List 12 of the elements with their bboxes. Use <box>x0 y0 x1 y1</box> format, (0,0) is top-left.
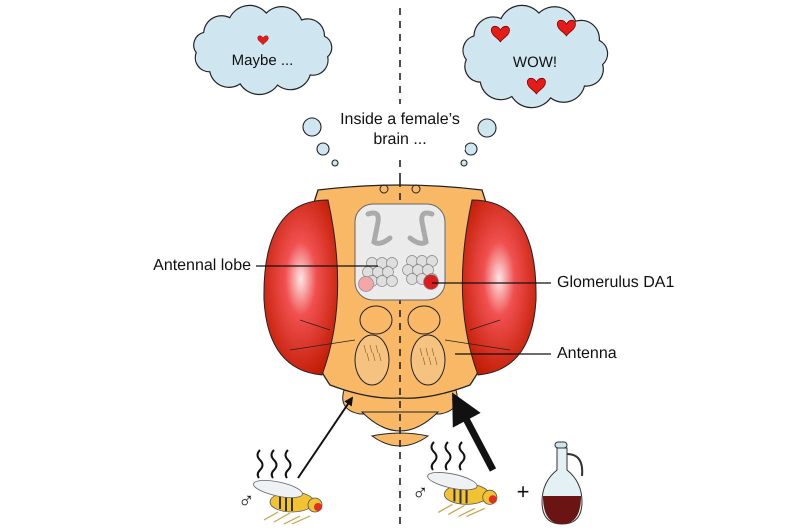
part-label: Glomerulus DA1 <box>557 273 674 293</box>
arrow <box>452 392 496 472</box>
male-symbol: + <box>516 478 530 506</box>
thought-text: Maybe ... <box>230 52 294 71</box>
male-symbol: ♂ <box>412 482 428 504</box>
thought-text: WOW! <box>512 54 558 73</box>
part-label: Antenna <box>557 344 617 364</box>
part-label: Antennal lobe <box>153 256 251 276</box>
arrow <box>297 396 353 479</box>
male-symbol: ♂ <box>238 490 254 512</box>
leader-line <box>432 282 551 284</box>
leader-line <box>455 353 551 355</box>
